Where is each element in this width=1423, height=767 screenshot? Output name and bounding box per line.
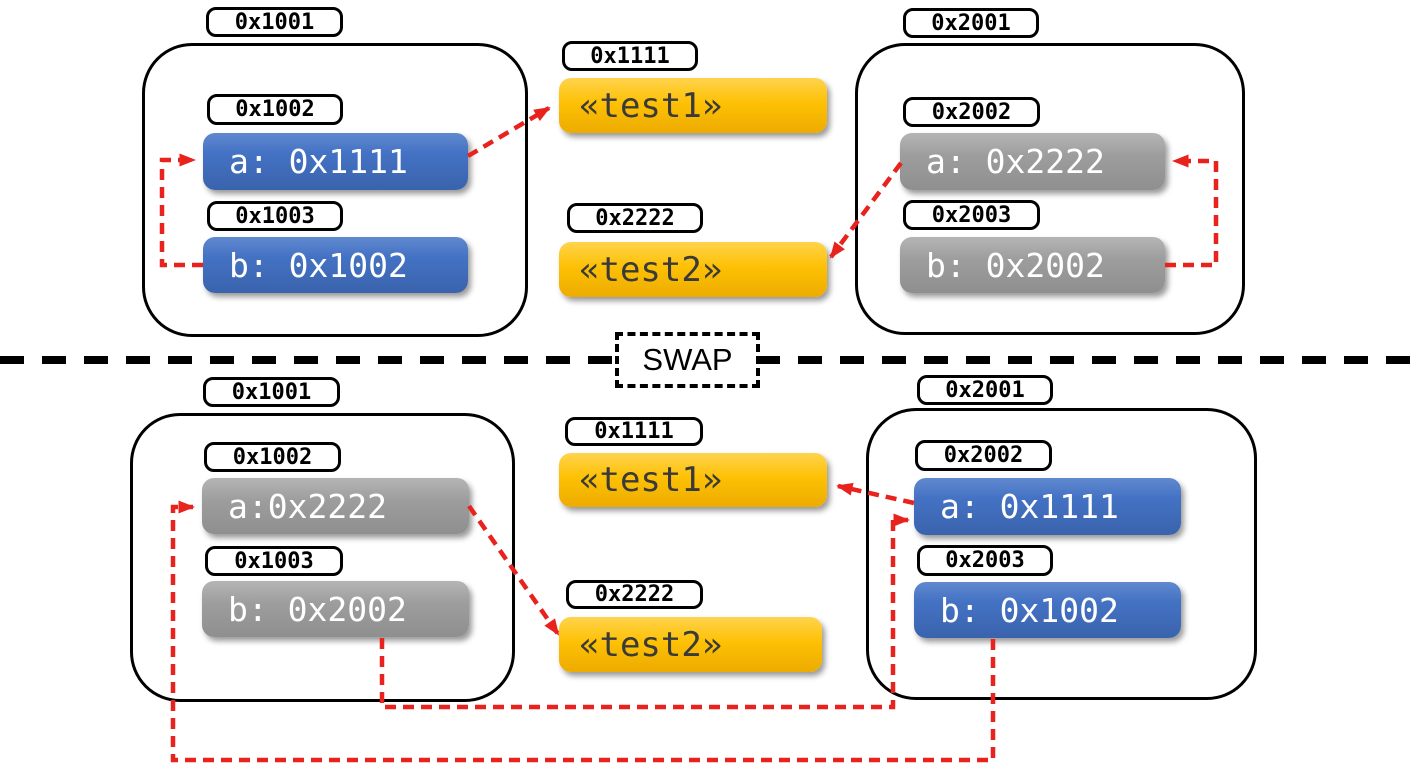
after-heap-test1-address-tab: 0x1111 — [565, 417, 703, 446]
after-left-slot-a-address-tab: 0x1002 — [204, 442, 341, 472]
after-right-slot-a-address-tab: 0x2002 — [915, 440, 1052, 471]
before-right-slot-a-address-tab: 0x2002 — [903, 97, 1040, 127]
after-left-var-a-box: a:0x2222 — [202, 478, 469, 534]
before-heap-test2-box: «test2» — [559, 242, 827, 297]
before-left-slot-b-address-tab: 0x1003 — [207, 201, 343, 231]
before-left-var-a-box: a: 0x1111 — [203, 133, 468, 190]
before-right-var-b-box: b: 0x2002 — [900, 237, 1165, 293]
after-left-slot-b-address-tab: 0x1003 — [205, 546, 343, 576]
before-heap-test1-box: «test1» — [559, 78, 827, 133]
after-right-var-b-box: b: 0x1002 — [914, 582, 1181, 638]
before-left-slot-a-address-tab: 0x1002 — [207, 94, 343, 125]
after-right-var-a-box: a: 0x1111 — [914, 478, 1181, 535]
after-right-frame-address-tab: 0x2001 — [917, 375, 1053, 405]
before-left-frame-address-tab: 0x1001 — [206, 7, 343, 37]
after-left-var-b-box: b: 0x2002 — [202, 581, 469, 637]
after-heap-test1-box: «test1» — [559, 453, 827, 507]
before-right-var-a-box: a: 0x2222 — [900, 133, 1165, 190]
before-right-frame-address-tab: 0x2001 — [903, 8, 1039, 38]
after-heap-test2-address-tab: 0x2222 — [566, 580, 703, 609]
after-right-slot-b-address-tab: 0x2003 — [917, 545, 1053, 576]
before-right-slot-b-address-tab: 0x2003 — [903, 200, 1040, 230]
after-left-frame-address-tab: 0x1001 — [203, 377, 340, 407]
before-left-var-b-box: b: 0x1002 — [203, 237, 468, 293]
after-heap-test2-box: «test2» — [559, 617, 822, 672]
swap-label-box: SWAP — [615, 332, 760, 388]
before-heap-test1-address-tab: 0x1111 — [562, 41, 698, 71]
before-heap-test2-address-tab: 0x2222 — [567, 203, 703, 233]
